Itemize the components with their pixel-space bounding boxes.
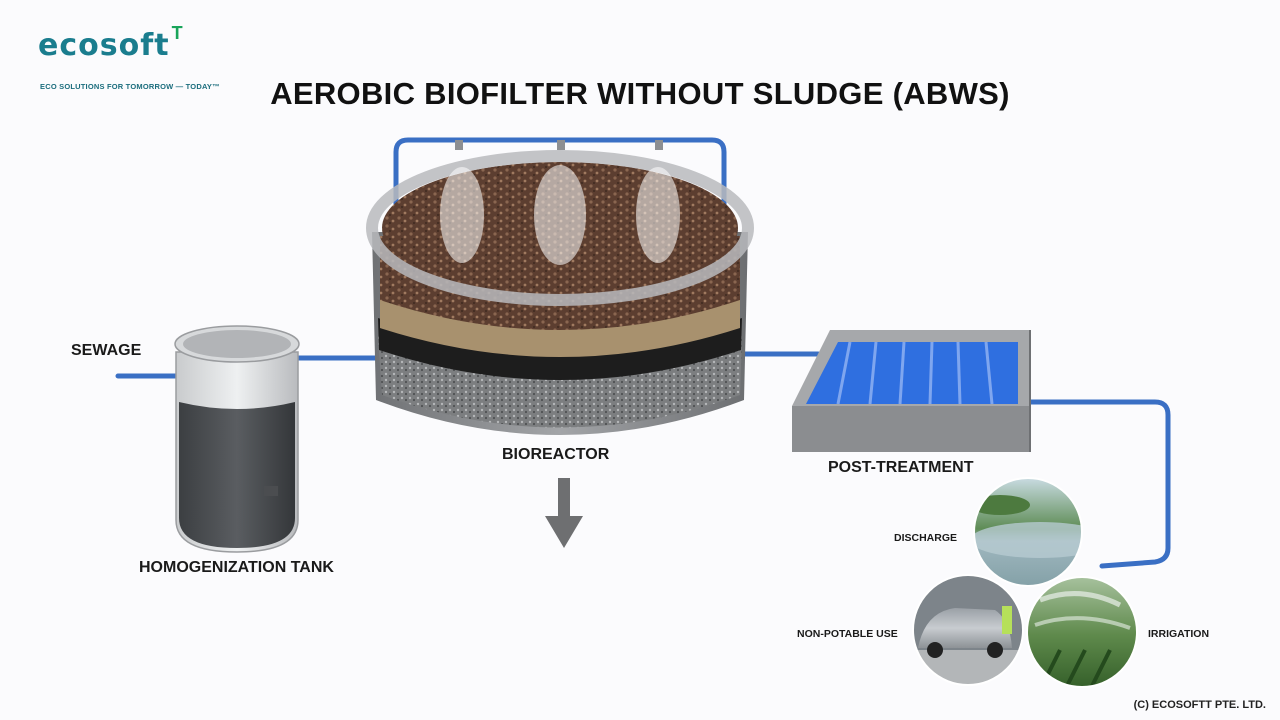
water-spray [440, 165, 680, 265]
homogenization-tank-label: HOMOGENIZATION TANK [139, 559, 334, 576]
sprinkler-nozzles [455, 140, 663, 150]
logo-superscript: T [171, 23, 183, 43]
discharge-label: DISCHARGE [894, 532, 958, 544]
discharge-photo [974, 478, 1082, 586]
bioreactor-label: BIOREACTOR [502, 446, 610, 463]
logo-wordmark: ecosoft [38, 28, 170, 63]
copyright-notice: (C) ECOSOFTT PTE. LTD. [1133, 699, 1266, 711]
homogenization-tank [174, 325, 300, 553]
non-potable-use-photo [913, 575, 1023, 685]
logo-tagline: ECO SOLUTIONS FOR TOMORROW — TODAY™ [40, 82, 220, 91]
sewage-label: SEWAGE [71, 342, 142, 359]
page-title: AEROBIC BIOFILTER WITHOUT SLUDGE (ABWS) [270, 76, 1010, 111]
non-potable-use-label: NON-POTABLE USE [797, 628, 898, 640]
irrigation-photo [1027, 577, 1137, 687]
posttreatment-outlet-pipe [1023, 399, 1171, 569]
sludge-free-down-arrow [545, 478, 583, 548]
post-treatment-tank [792, 330, 1031, 452]
post-treatment-label: POST-TREATMENT [828, 459, 974, 476]
irrigation-label: IRRIGATION [1148, 628, 1210, 640]
bioreactor [366, 150, 754, 435]
